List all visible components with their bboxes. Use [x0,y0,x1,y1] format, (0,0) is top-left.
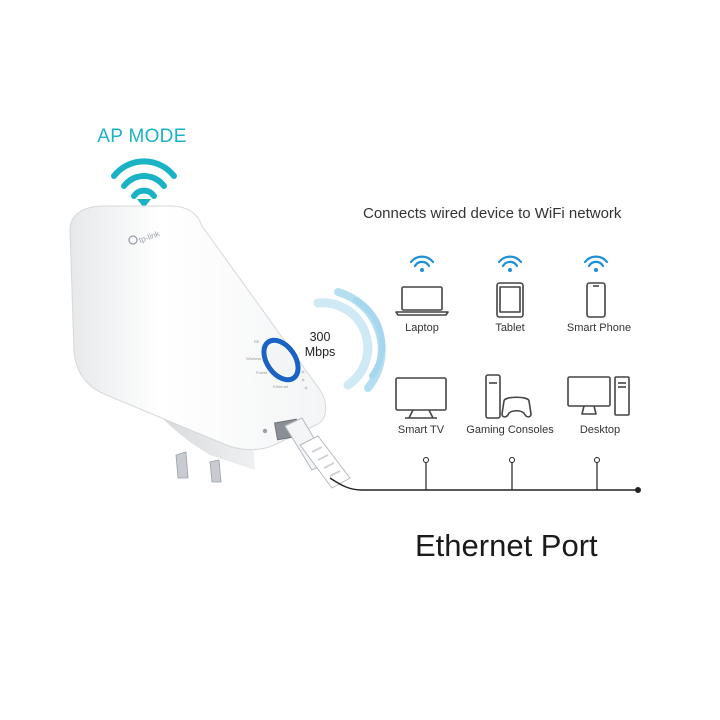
tablet-icon [496,282,524,318]
laptop-label: Laptop [405,322,439,334]
ap-wifi-icon [111,158,177,199]
laptop-wifi-icon [409,255,435,268]
led-label-wireless: Wireless [246,356,261,361]
re-button-ring[interactable] [257,334,305,386]
range-extender-device: tp-link RE Wireless Power Ethernet [69,205,327,483]
game-console-icon [485,374,532,419]
device-connectors [425,462,598,490]
led-label-re: RE [254,339,260,344]
tablet-wifi-icon [497,255,523,268]
smart-tv-label: Smart TV [397,424,445,436]
ethernet-port-label: Ethernet Port [415,528,598,563]
led-label-ethernet: Ethernet [273,384,289,389]
smartphone-wifi-icon [583,255,609,268]
smartphone-icon [586,282,606,318]
speed-value: 300 [309,330,331,344]
desktop-icon [567,376,630,416]
led-label-power: Power [256,370,268,375]
tp-link-logo-icon [128,235,138,245]
laptop-icon [395,286,449,316]
speed-unit: Mbps [304,345,336,359]
gaming-consoles-label: Gaming Consoles [466,424,554,436]
desktop-label: Desktop [579,424,621,436]
reset-hole[interactable] [262,428,268,434]
ap-mode-label: AP MODE [97,126,187,147]
smartphone-label: Smart Phone [566,322,632,334]
signal-waves [313,288,386,392]
speed-badge: 300 Mbps [295,330,345,360]
network-cable [329,477,638,491]
diagram-heading: Connects wired device to WiFi network [363,205,622,222]
ethernet-cable-plug [284,417,351,489]
tv-icon [395,377,447,419]
tablet-label: Tablet [495,322,525,334]
